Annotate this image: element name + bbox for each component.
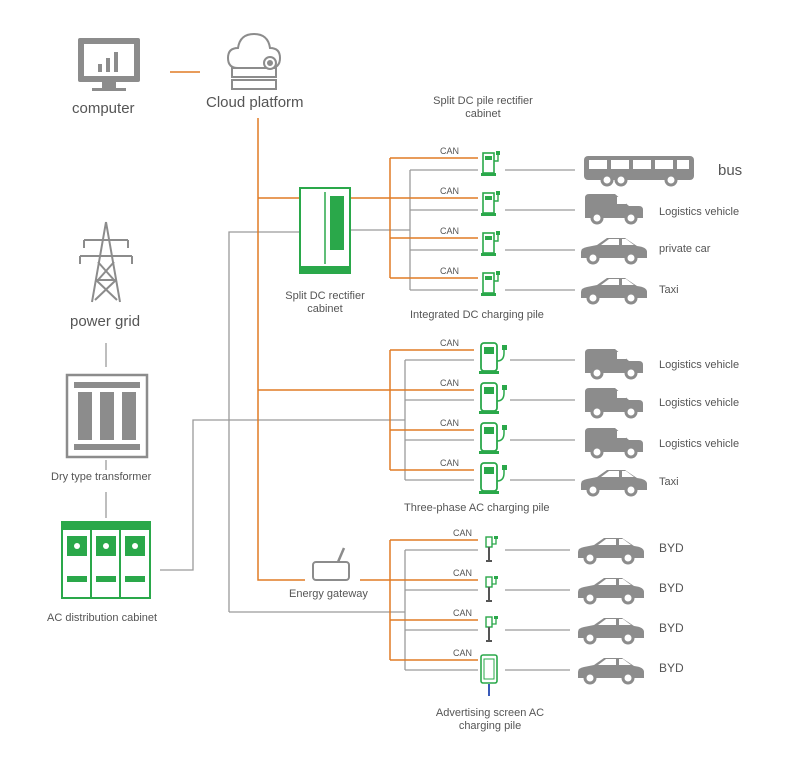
can-label: CAN: [453, 528, 473, 538]
ac-post-charger-icon: [485, 575, 499, 603]
split-dc-pile-rectifier-cabinet-label: Split DC pile rectifier cabinet: [433, 95, 533, 120]
car-icon: [576, 656, 646, 685]
ac-charging-pile-icon: [478, 382, 508, 415]
vehicle-label: Taxi: [659, 284, 679, 296]
vehicle-label: BYD: [659, 581, 684, 595]
power-grid-tower-icon: [79, 221, 133, 303]
car-icon: [576, 616, 646, 645]
van-icon: [583, 192, 645, 225]
can-label: CAN: [453, 648, 473, 658]
ac-charging-pile-icon: [478, 422, 508, 455]
advertising-screen-icon: [480, 654, 498, 696]
integrated-dc-charging-pile-title: Integrated DC charging pile: [410, 309, 544, 321]
ac-distribution-cabinet-label: AC distribution cabinet: [47, 612, 158, 624]
dc-charging-pile-icon: [480, 150, 501, 177]
van-icon: [583, 386, 645, 419]
dry-type-transformer-icon: [65, 373, 149, 459]
can-label: CAN: [440, 338, 460, 348]
bus-icon: [582, 154, 696, 187]
ac-post-charger-icon: [485, 615, 499, 643]
advertising-screen-ac-charging-pile-title: Advertising screen AC charging pile: [435, 707, 545, 732]
car-icon: [576, 576, 646, 605]
car-icon: [579, 468, 649, 497]
van-icon: [583, 426, 645, 459]
van-icon: [583, 347, 645, 380]
can-label: CAN: [440, 458, 460, 468]
vehicle-label-bus: bus: [718, 162, 743, 179]
gray-wires: [105, 169, 575, 671]
computer-label: computer: [72, 100, 135, 117]
orange-wires: [170, 71, 478, 661]
integrated-dc-charging-piles: [480, 150, 501, 297]
energy-gateway-icon: [312, 547, 350, 581]
cloud-platform-label: Cloud platform: [206, 94, 304, 111]
can-label: CAN: [440, 266, 460, 276]
advertising-ac-charging-piles: [480, 535, 499, 696]
can-label: CAN: [440, 418, 460, 428]
vehicle-label: BYD: [659, 621, 684, 635]
vehicle-label: Taxi: [659, 476, 679, 488]
can-label: CAN: [453, 608, 473, 618]
car-icon: [576, 536, 646, 565]
cloud-platform-icon: [226, 32, 282, 90]
vehicle-label: Logistics vehicle: [659, 397, 740, 409]
can-label: CAN: [440, 226, 460, 236]
computer-icon: [78, 38, 140, 91]
vehicle-label: private car: [659, 243, 711, 255]
vehicle-label: Logistics vehicle: [659, 438, 740, 450]
ac-post-charger-icon: [485, 535, 499, 563]
energy-gateway-label: Energy gateway: [289, 588, 368, 600]
power-grid-label: power grid: [70, 313, 141, 330]
dc-charging-pile-icon: [480, 270, 501, 297]
can-label: CAN: [440, 146, 460, 156]
car-icon: [579, 276, 649, 305]
ac-distribution-cabinet-icon: [61, 521, 151, 599]
vehicles: [576, 154, 696, 685]
can-label: CAN: [440, 378, 460, 388]
ac-charging-pile-icon: [478, 342, 508, 375]
dc-charging-pile-icon: [480, 230, 501, 257]
can-label: CAN: [453, 568, 473, 578]
vehicle-label: Logistics vehicle: [659, 206, 740, 218]
vehicle-label: BYD: [659, 541, 684, 555]
ac-charging-pile-icon: [478, 462, 508, 495]
three-phase-ac-charging-piles: [478, 342, 508, 495]
car-icon: [579, 236, 649, 265]
split-dc-rectifier-cabinet-label: Split DC rectifier cabinet: [285, 290, 365, 315]
vehicle-label: BYD: [659, 661, 684, 675]
dry-type-transformer-label: Dry type transformer: [51, 471, 152, 483]
three-phase-ac-charging-pile-title: Three-phase AC charging pile: [404, 502, 550, 514]
vehicle-label: Logistics vehicle: [659, 359, 740, 371]
dc-charging-pile-icon: [480, 190, 501, 217]
split-dc-rectifier-cabinet-icon: [299, 187, 351, 274]
can-label: CAN: [440, 186, 460, 196]
